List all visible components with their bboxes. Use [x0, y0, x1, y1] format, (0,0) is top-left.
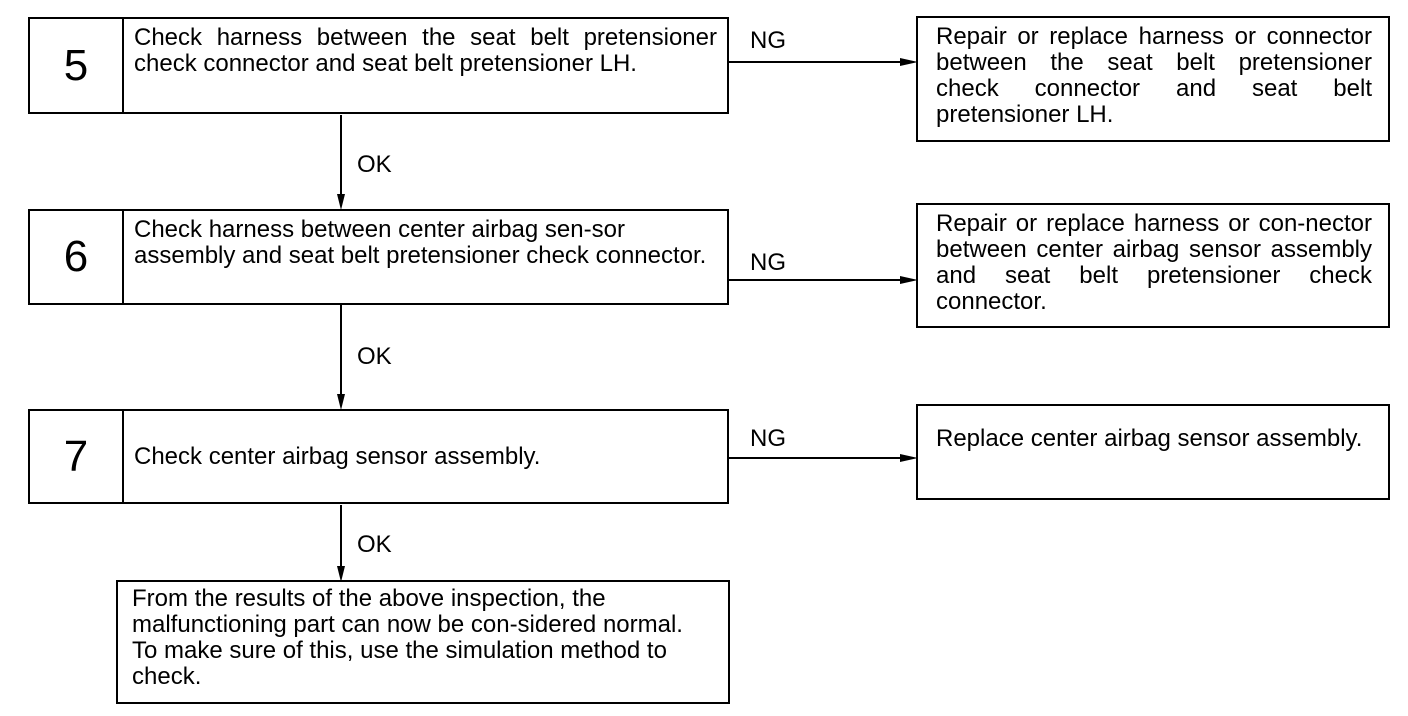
step-number: 7: [30, 411, 124, 502]
step-text: Check harness between the seat belt pret…: [134, 24, 717, 77]
ok-label-5: OK: [357, 151, 392, 178]
ok-label-7: OK: [357, 531, 392, 558]
result-6-box: Repair or replace harness or con-nector …: [916, 203, 1390, 328]
arrowhead-ok-5: [337, 194, 345, 210]
step-5-box: 5 Check harness between the seat belt pr…: [28, 17, 729, 114]
arrowhead-ok-7: [337, 566, 345, 582]
arrowhead-ng-6: [900, 276, 918, 284]
arrowhead-ng-7: [900, 454, 918, 462]
ok-label-6: OK: [357, 343, 392, 370]
arrowhead-ng-5: [900, 58, 918, 66]
step-6-box: 6 Check harness between center airbag se…: [28, 209, 729, 305]
arrowhead-ok-6: [337, 394, 345, 410]
step-number: 6: [30, 211, 124, 303]
step-number: 5: [30, 19, 124, 112]
step-text: Check center airbag sensor assembly.: [134, 442, 541, 470]
result-7-box: Replace center airbag sensor assembly.: [916, 404, 1390, 500]
step-7-box: 7 Check center airbag sensor assembly.: [28, 409, 729, 504]
step-text: Check harness between center airbag sen-…: [134, 216, 707, 269]
final-note-box: From the results of the above inspection…: [116, 580, 730, 704]
ng-label-6: NG: [750, 249, 786, 276]
result-5-box: Repair or replace harness or connector b…: [916, 16, 1390, 142]
ng-label-7: NG: [750, 425, 786, 452]
ng-label-5: NG: [750, 27, 786, 54]
